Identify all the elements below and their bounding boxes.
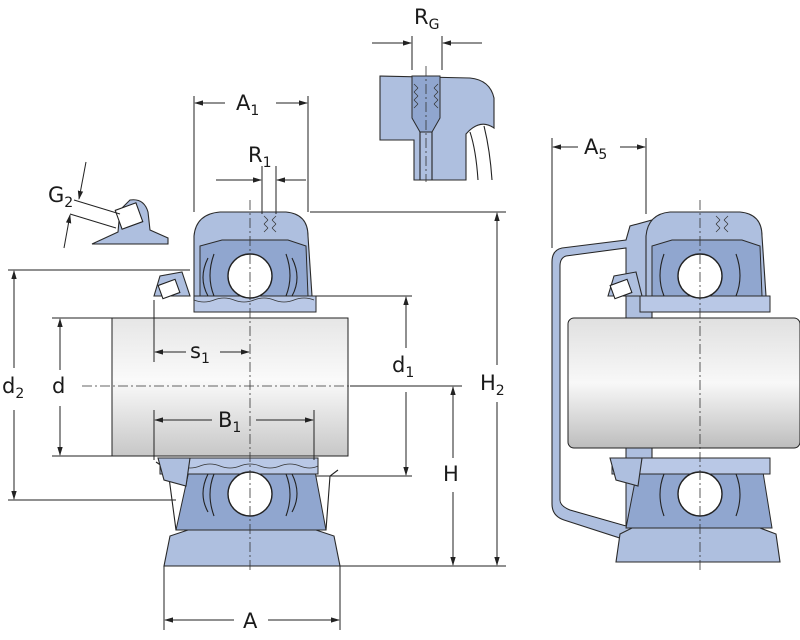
label-d1: d1 (392, 353, 414, 381)
main-dimensions (8, 96, 506, 630)
label-a5: A5 (584, 135, 607, 163)
right-view (551, 138, 800, 570)
detail-rg (372, 36, 495, 182)
detail-g2 (63, 161, 169, 249)
label-d2: d2 (2, 374, 24, 402)
shaft (111, 317, 349, 457)
label-h: H (443, 462, 459, 486)
label-r1: R1 (248, 143, 272, 171)
label-d: d (52, 374, 65, 398)
label-s1: s1 (190, 339, 210, 367)
label-a1: A1 (236, 91, 259, 119)
label-a: A (243, 609, 258, 633)
label-b1: B1 (218, 408, 241, 436)
label-g2: G2 (48, 183, 73, 211)
dimension-labels: RG A1 R1 G2 A5 d2 d s1 d1 H2 B1 H A (2, 5, 607, 633)
grub-screw-icon (153, 271, 191, 300)
label-h2: H2 (480, 371, 505, 399)
main-section (82, 200, 350, 570)
label-rg: RG (414, 5, 439, 33)
